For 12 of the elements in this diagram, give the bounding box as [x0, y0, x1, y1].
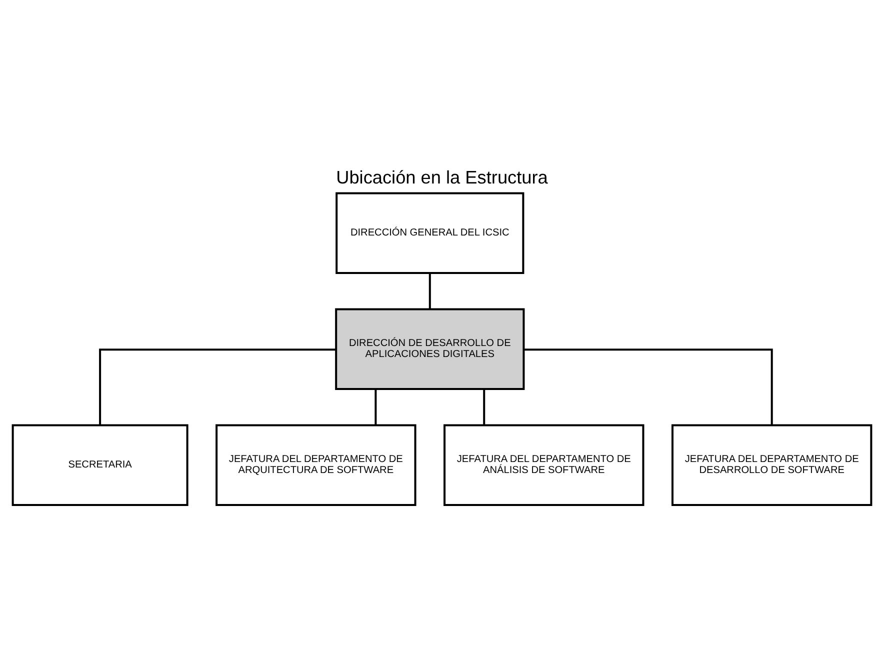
- connector: [99, 348, 336, 425]
- connector: [524, 348, 773, 425]
- connector: [483, 388, 486, 425]
- connector: [374, 388, 377, 425]
- node-box: JEFATURA DEL DEPARTAMENTO DE DESARROLLO DE SOFTWARE: [671, 424, 872, 506]
- node-box: JEFATURA DEL DEPARTAMENTO DE ANÁLISIS DE SOFTWARE: [444, 424, 644, 506]
- diagram-title: Ubicación en la Estructura: [336, 167, 548, 188]
- connector: [428, 272, 431, 309]
- node-box: DIRECCIÓN DE DESARROLLO DE APLICACIONES DIGITALES: [335, 308, 525, 390]
- node-box: SECRETARIA: [12, 424, 188, 506]
- node-box: DIRECCIÓN GENERAL DEL ICSIC: [336, 192, 524, 274]
- node-box: JEFATURA DEL DEPARTAMENTO DE ARQUITECTURA DE SOFTWARE: [216, 424, 416, 506]
